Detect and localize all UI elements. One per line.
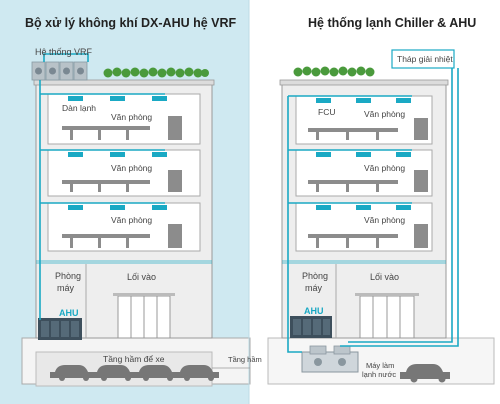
right-office-1-label: Văn phòng (364, 109, 406, 119)
left-machine-room-label-line-2: máy (57, 283, 75, 293)
chiller-label-line-2: lạnh nước (362, 370, 397, 379)
left-indoor-unit-label: Dàn lạnh (62, 103, 97, 113)
right-ahu-label: AHU (304, 306, 324, 316)
left-machine-room-label-line-1: Phòng (55, 271, 82, 281)
left-ahu-unit (38, 318, 82, 340)
left-refrigerant-pipes (39, 53, 165, 320)
left-parked-cars (50, 365, 219, 381)
left-office-1-label: Văn phòng (111, 112, 153, 122)
basement-label: Tầng hầm (228, 355, 262, 364)
chiller-label-line-1: Máy làm (366, 361, 395, 370)
right-floor-1 (295, 95, 433, 145)
right-entrance-doors (355, 293, 419, 339)
right-floor-3 (295, 202, 433, 252)
left-building (21, 53, 251, 387)
left-floor-1 (47, 93, 201, 145)
right-panel-title: Hệ thống lạnh Chiller & AHU (308, 16, 477, 30)
chiller-unit (301, 345, 359, 373)
basement-parking-label: Tầng hầm để xe (103, 354, 165, 364)
cooling-tower-label: Tháp giải nhiệt (397, 54, 453, 64)
left-floor-2 (47, 149, 201, 197)
right-floor-2 (295, 149, 433, 197)
right-building (267, 49, 495, 385)
left-entrance-doors (113, 293, 175, 339)
right-roof-greenery (293, 66, 375, 77)
right-entrance-label: Lối vào (370, 272, 400, 282)
left-ahu-label: AHU (59, 308, 79, 318)
left-floor-3 (47, 202, 201, 252)
right-ahu-unit (290, 316, 332, 338)
right-office-3-label: Văn phòng (364, 215, 406, 225)
right-water-pipes (287, 68, 459, 353)
left-roof-greenery (103, 67, 209, 78)
right-office-2-label: Văn phòng (364, 163, 406, 173)
vrf-system-label: Hệ thống VRF (35, 47, 93, 57)
fcu-label: FCU (318, 107, 336, 117)
left-office-3-label: Văn phòng (111, 215, 153, 225)
left-office-2-label: Văn phòng (111, 163, 153, 173)
left-entrance-label: Lối vào (127, 272, 157, 282)
cooling-tower-box (391, 49, 455, 69)
left-panel-title: Bộ xử lý không khí DX-AHU hệ VRF (25, 16, 237, 30)
right-machine-room-label-line-1: Phòng (302, 271, 329, 281)
right-parked-car (400, 364, 450, 383)
vrf-outdoor-units (31, 61, 88, 81)
right-machine-room-label-line-2: máy (305, 283, 323, 293)
